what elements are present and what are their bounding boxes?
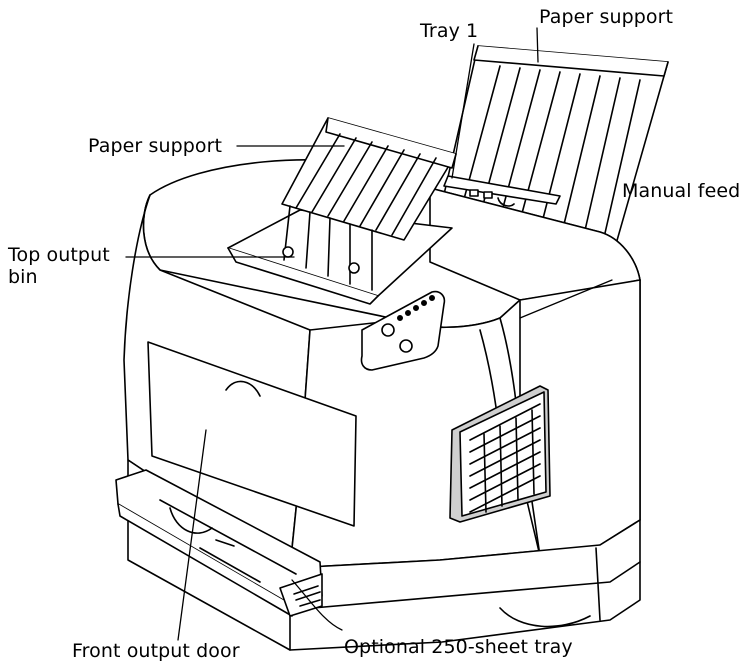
operator-panel [360, 290, 446, 371]
leader-lines [125, 27, 613, 641]
leader-tray-1 [451, 43, 475, 179]
leader-optional-tray [291, 579, 343, 631]
tray-1-slot [443, 175, 561, 207]
side-vent-grille [449, 385, 551, 523]
leader-front-output-door [177, 429, 207, 641]
label-front-output-door: Front output door [72, 640, 240, 662]
leader-manual-feed [519, 279, 613, 319]
label-optional-tray: Optional 250-sheet tray [344, 636, 573, 658]
label-manual-feed: Manual feed [622, 180, 741, 202]
leader-paper-support-rear [536, 27, 539, 63]
front-output-tray [115, 469, 323, 617]
label-top-output-bin: Top output bin [8, 244, 110, 288]
front-output-door [147, 341, 357, 527]
label-paper-support-front: Paper support [88, 135, 223, 157]
label-tray-1: Tray 1 [420, 20, 479, 42]
front-paper-support [281, 117, 457, 291]
label-paper-support-rear: Paper support [539, 6, 674, 28]
